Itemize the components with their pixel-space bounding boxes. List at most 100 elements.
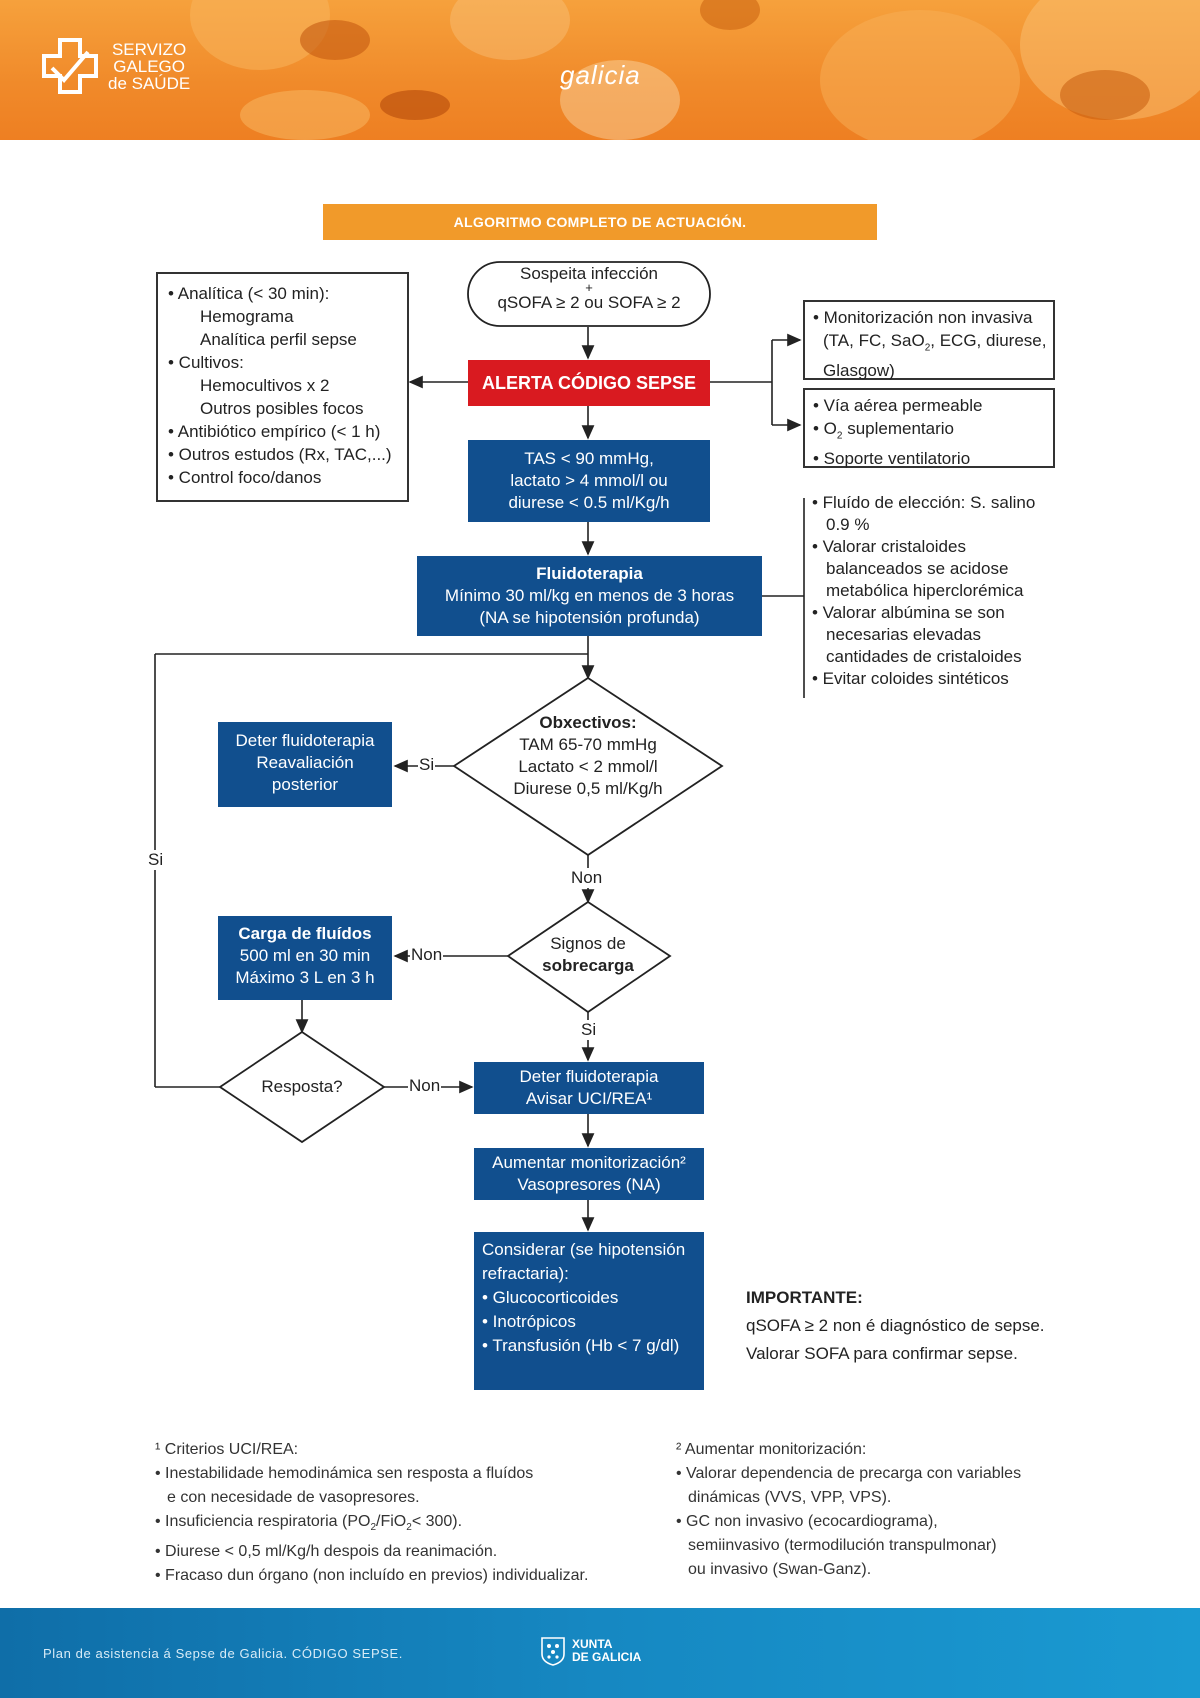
footnote1-r2b: /FiO xyxy=(376,1513,407,1530)
load-line-2: 500 ml en 30 min xyxy=(239,946,371,965)
monitoring-box: • Monitorización non invasiva (TA, FC, S… xyxy=(803,300,1055,380)
note-3-cont-2: cantidades de cristaloides xyxy=(826,647,1022,666)
footnote1-r1-cont: e con necesidade de vasopresores. xyxy=(167,1489,420,1506)
stop-line-2: Reavaliación xyxy=(256,753,354,772)
alert-codigo-sepse: ALERTA CÓDIGO SEPSE xyxy=(468,360,710,406)
footnote2-r2-cont-2: ou invasivo (Swan-Ganz). xyxy=(688,1561,872,1578)
monitor-line-2a: (TA, FC, SaO xyxy=(823,331,925,350)
task-hemocultivos: Hemocultivos x 2 xyxy=(200,376,330,395)
important-title: IMPORTANTE: xyxy=(746,1288,863,1307)
overload-line-1: Signos de xyxy=(550,934,626,953)
objectives-tam: TAM 65-70 mmHg xyxy=(519,735,657,754)
response-text: Resposta? xyxy=(240,1076,364,1098)
hypo-line-3: diurese < 0.5 ml/Kg/h xyxy=(508,493,670,512)
consider-inotropicos: • Inotrópicos xyxy=(482,1312,576,1331)
airway-line-1: • Vía aérea permeable xyxy=(813,396,983,415)
label-si-objectives: Si xyxy=(418,755,436,775)
label-non-objectives: Non xyxy=(570,868,604,888)
stop-line-1: Deter fluidoterapia xyxy=(235,731,375,750)
xunta-line-2: DE GALICIA xyxy=(572,1650,642,1664)
sgs-logo: SERVIZO GALEGO de SAÚDE xyxy=(42,38,190,94)
hypo-line-1: TAS < 90 mmHg, xyxy=(524,449,654,468)
response-diamond xyxy=(218,1030,386,1144)
task-cultivos: • Cultivos: xyxy=(168,353,244,372)
footnote1-sub1: 2 xyxy=(370,1522,377,1534)
note-3-cont-1: necesarias elevadas xyxy=(826,625,981,644)
decorative-cell xyxy=(300,20,370,60)
fluid-title: Fluidoterapia xyxy=(536,564,643,583)
consider-line-1: Considerar (se hipotensión xyxy=(482,1240,686,1259)
icu-line-1: Deter fluidoterapia xyxy=(519,1067,659,1086)
xunta-logo: XUNTA DE GALICIA xyxy=(540,1636,641,1666)
algorithm-title: ALGORITMO COMPLETO DE ACTUACIÓN. xyxy=(323,204,877,240)
vasopressor-box: Aumentar monitorización² Vasopresores (N… xyxy=(474,1148,704,1200)
label-si-loop: Si xyxy=(147,850,165,870)
task-perfil-sepse: Analítica perfil sepse xyxy=(200,330,357,349)
airway-box: • Vía aérea permeable • O2 suplementario… xyxy=(803,388,1055,468)
fluid-notes: • Fluído de elección: S. salino 0.9 % • … xyxy=(812,492,1035,690)
overload-text: Signos de sobrecarga xyxy=(520,933,656,977)
footnote2-r1: • Valorar dependencia de precarga con va… xyxy=(676,1465,1022,1482)
important-note: IMPORTANTE: qSOFA ≥ 2 non é diagnóstico … xyxy=(746,1284,1045,1368)
stop-fluid-box: Deter fluidoterapia Reavaliación posteri… xyxy=(218,722,392,807)
monitor-line-3: Glasgow) xyxy=(823,361,895,381)
airway-line-2: • O2 suplementario xyxy=(813,417,1045,447)
fluid-line-2: Mínimo 30 ml/kg en menos de 3 horas xyxy=(444,586,735,605)
airway-line-2a: • O xyxy=(813,419,837,438)
airway-line-2b: suplementario xyxy=(842,419,954,438)
start-line-3: qSOFA ≥ 2 ou SOFA ≥ 2 xyxy=(497,293,681,312)
monitor-line-1: • Monitorización non invasiva xyxy=(813,308,1033,327)
note-2-cont-1: balanceados se acidose xyxy=(826,559,1009,578)
objectives-text: Obxectivos: TAM 65-70 mmHg Lactato < 2 m… xyxy=(490,712,686,800)
stop-line-3: posterior xyxy=(271,775,339,794)
footnote1-r1: • Inestabilidade hemodinámica sen respos… xyxy=(155,1465,534,1482)
org-line-2: GALEGO xyxy=(113,56,185,76)
task-outros-focos: Outros posibles focos xyxy=(200,399,364,418)
footnote1-sub2: 2 xyxy=(406,1522,412,1534)
overload-line-2: sobrecarga xyxy=(542,956,634,975)
objectives-diamond xyxy=(452,676,724,857)
important-line-1: qSOFA ≥ 2 non é diagnóstico de sepse. xyxy=(746,1316,1045,1335)
footnote2-r2: • GC non invasivo (ecocardiograma), xyxy=(676,1513,938,1530)
task-antibiotico: • Antibiótico empírico (< 1 h) xyxy=(168,422,381,441)
task-hemograma: Hemograma xyxy=(200,307,294,326)
note-2-cont-2: metabólica hiperclorémica xyxy=(826,581,1024,600)
org-line-1: SERVIZO xyxy=(111,39,187,59)
label-non-overload: Non xyxy=(410,945,444,965)
airway-line-3: • Soporte ventilatorio xyxy=(813,449,971,469)
note-1: • Fluído de elección: S. salino xyxy=(812,493,1036,512)
load-title: Carga de fluídos xyxy=(238,924,372,943)
footnote1-r4: • Fracaso dun órgano (non incluído en pr… xyxy=(155,1567,589,1585)
task-outros-estudos: • Outros estudos (Rx, TAC,...) xyxy=(168,445,392,464)
decorative-cell xyxy=(380,90,450,120)
decorative-cell xyxy=(560,60,680,140)
footnote1-r2: • Insuficiencia respiratoria (PO2/FiO2< … xyxy=(155,1510,588,1540)
footer-text: Plan de asistencia á Sepse de Galicia. C… xyxy=(43,1646,403,1661)
consider-glucocorticoides: • Glucocorticoides xyxy=(482,1288,619,1307)
footnote1-r2a: • Insuficiencia respiratoria (PO xyxy=(155,1513,371,1530)
icu-box: Deter fluidoterapia Avisar UCI/REA¹ xyxy=(474,1062,704,1114)
label-si-overload: Si xyxy=(580,1020,598,1040)
start-line-1: Sospeita infección xyxy=(520,264,658,283)
footnote2-title: ² Aumentar monitorización: xyxy=(676,1441,867,1458)
note-4: • Evitar coloides sintéticos xyxy=(812,669,1009,688)
label-non-response: Non xyxy=(408,1076,442,1096)
monitor-line-2b: , ECG, diurese, xyxy=(930,331,1047,350)
monitor-sub: 2 xyxy=(924,342,931,354)
footnote-monitorizacion: ² Aumentar monitorización: • Valorar dep… xyxy=(676,1438,1021,1582)
algorithm-title-text: ALGORITMO COMPLETO DE ACTUACIÓN. xyxy=(453,214,747,230)
fluidotherapy-box: Fluidoterapia Mínimo 30 ml/kg en menos d… xyxy=(417,556,762,636)
footer-banner: Plan de asistencia á Sepse de Galicia. C… xyxy=(0,1608,1200,1698)
note-3: • Valorar albúmina se son xyxy=(812,603,1005,622)
consider-box: Considerar (se hipotensión refractaria):… xyxy=(474,1232,704,1390)
consider-line-2: refractaria): xyxy=(482,1264,569,1283)
note-1-cont: 0.9 % xyxy=(826,515,870,534)
objectives-diurese: Diurese 0,5 ml/Kg/h xyxy=(513,779,663,798)
monitor-line-2: (TA, FC, SaO2, ECG, diurese, xyxy=(813,329,1047,359)
footnote1-r2c: < 300). xyxy=(411,1513,463,1530)
vaso-line-2: Vasopresores (NA) xyxy=(517,1175,661,1194)
airway-sub: 2 xyxy=(836,430,843,442)
initial-tasks-box: • Analítica (< 30 min): Hemograma Analít… xyxy=(156,272,409,502)
objectives-lactato: Lactato < 2 mmol/l xyxy=(518,757,658,776)
